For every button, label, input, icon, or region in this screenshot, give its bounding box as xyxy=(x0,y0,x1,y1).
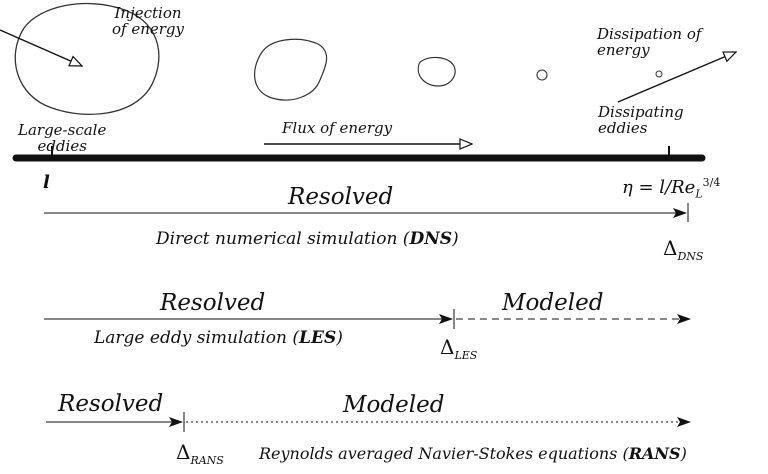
les-abbr: LES xyxy=(299,328,337,348)
eta-sup: 3/4 xyxy=(702,176,721,189)
small-eddy-blob xyxy=(417,56,456,87)
dns-delta-sub: DNS xyxy=(677,250,704,263)
dns-method-label: Direct numerical simulation (DNS) xyxy=(156,229,459,249)
kolmogorov-scale-label: η = l/ReL3/4 xyxy=(622,176,720,201)
large-scale-label: Large-scale eddies xyxy=(18,122,106,154)
dissipating-label: Dissipating eddies xyxy=(598,104,684,136)
eta-sub: L xyxy=(695,187,703,201)
rans-method-label: Reynolds averaged Navier-Stokes equation… xyxy=(259,444,687,463)
large-scale-line-2: eddies xyxy=(37,137,87,155)
length-scale-l: l xyxy=(43,172,50,193)
les-method-label: Large eddy simulation (LES) xyxy=(94,328,343,348)
dns-name-pre: Direct numerical simulation ( xyxy=(156,229,410,249)
dissipation-line-1: Dissipation of xyxy=(597,25,702,43)
dns-resolved-label: Resolved xyxy=(288,184,394,210)
dissipating-line-2: eddies xyxy=(598,119,648,137)
les-name-post: ) xyxy=(336,328,343,348)
rans-name-post: ) xyxy=(680,444,687,463)
eta-text: η = l/Re xyxy=(622,177,696,198)
les-modeled-label: Modeled xyxy=(502,290,604,316)
dissipation-line-2: energy xyxy=(597,41,650,59)
injection-arrow xyxy=(0,29,82,67)
rans-delta-symbol: Δ xyxy=(176,440,191,464)
dns-abbr: DNS xyxy=(409,229,453,249)
dns-delta-label: ΔDNS xyxy=(663,236,703,263)
rans-delta-label: ΔRANS xyxy=(176,440,224,467)
dissipation-label: Dissipation of energy xyxy=(597,26,701,58)
large-eddy-blob xyxy=(14,3,160,116)
les-delta-label: ΔLES xyxy=(440,335,477,362)
rans-modeled-label: Modeled xyxy=(343,392,445,418)
rans-abbr: RANS xyxy=(628,444,681,463)
les-delta-sub: LES xyxy=(454,349,478,362)
injection-label: Injection of energy xyxy=(112,5,184,37)
medium-eddy-blob xyxy=(254,38,328,101)
rans-name-pre: Reynolds averaged Navier-Stokes equation… xyxy=(259,444,629,463)
injection-line-2: of energy xyxy=(112,20,185,38)
les-delta-symbol: Δ xyxy=(440,335,455,359)
injection-line-1: Injection xyxy=(114,4,182,22)
les-name-pre: Large eddy simulation ( xyxy=(94,328,300,348)
dissipation-arrow xyxy=(617,51,736,103)
dns-name-post: ) xyxy=(452,229,459,249)
tiny-eddy-circle xyxy=(536,69,548,81)
dissipating-eddy-dot xyxy=(655,70,663,78)
dns-delta-symbol: Δ xyxy=(663,236,678,260)
large-scale-line-1: Large-scale xyxy=(18,121,107,139)
dissipating-line-1: Dissipating xyxy=(598,103,684,121)
les-resolved-label: Resolved xyxy=(160,290,266,316)
rans-delta-sub: RANS xyxy=(190,454,224,467)
rans-resolved-label: Resolved xyxy=(58,391,164,417)
flux-label: Flux of energy xyxy=(282,119,393,137)
